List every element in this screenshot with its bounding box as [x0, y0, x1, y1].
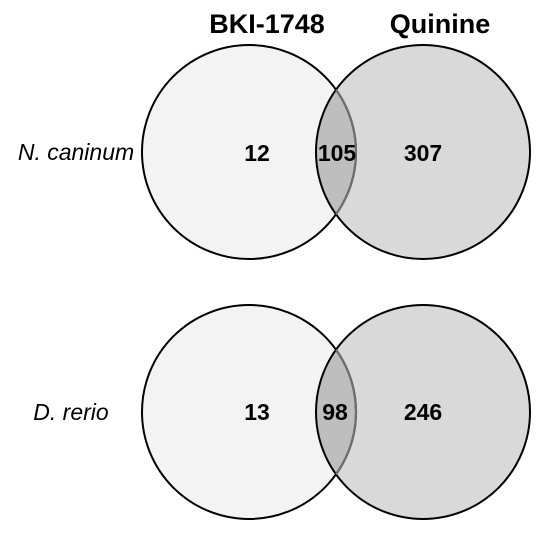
- count-overlap: 105: [318, 140, 357, 166]
- count-overlap: 98: [322, 399, 348, 425]
- left-circle-bki-1748: [142, 305, 356, 519]
- count-left-only: 13: [244, 399, 270, 425]
- right-circle-quinine: [316, 305, 530, 519]
- venn-diagram-d-rerio: D. rerio 13 98 246: [33, 304, 531, 520]
- set-title-quinine: Quinine: [390, 9, 491, 39]
- organism-label-n-caninum: N. caninum: [18, 139, 134, 165]
- venn-diagram-n-caninum: N. caninum 12 105 307: [18, 44, 531, 260]
- set-title-bki-1748: BKI-1748: [209, 9, 325, 39]
- organism-label-d-rerio: D. rerio: [33, 399, 109, 425]
- left-arc-inside-overlap: [316, 45, 358, 259]
- count-right-only: 307: [404, 140, 442, 166]
- left-circle-bki-1748: [142, 45, 356, 259]
- right-circle-outline: [315, 304, 531, 520]
- count-left-only: 12: [244, 140, 270, 166]
- count-right-only: 246: [404, 399, 442, 425]
- right-circle-quinine: [316, 45, 530, 259]
- left-arc-inside-overlap: [316, 305, 358, 519]
- right-circle-outline: [315, 44, 531, 260]
